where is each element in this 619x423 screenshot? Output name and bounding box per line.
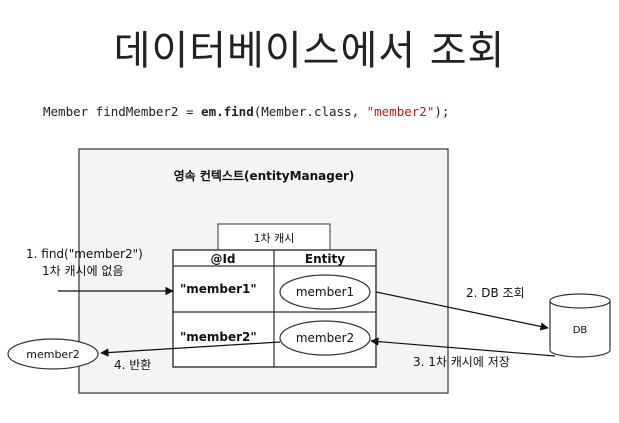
code-string-arg: "member2" [366, 104, 435, 119]
returned-entity-label: member2 [26, 348, 79, 361]
row-1-entity: member1 [296, 285, 354, 299]
step-2-arrow [375, 291, 549, 331]
row-2-entity-ellipse [279, 320, 371, 356]
step-2-label: 2. DB 조회 [466, 286, 525, 300]
step-4-arrow [100, 341, 281, 357]
row-2-id: "member2" [180, 330, 257, 344]
row-1-id: "member1" [180, 282, 257, 296]
database-icon [549, 293, 611, 358]
row-2-entity: member2 [296, 331, 354, 345]
step-4-label: 4. 반환 [114, 358, 151, 372]
step-3-arrow [370, 337, 556, 357]
page-title: 데이터베이스에서 조회 [113, 28, 506, 74]
returned-entity-ellipse [7, 338, 99, 370]
first-level-cache-label: 1차 캐시 [254, 232, 295, 245]
column-header-entity: Entity [305, 252, 345, 266]
step-1-label-line1: 1. find("member2") [26, 247, 143, 261]
code-suffix: ); [434, 104, 450, 119]
code-snippet: Member findMember2 = em.find(Member.clas… [43, 104, 449, 119]
step-1-label-line2: 1차 캐시에 없음 [42, 264, 124, 278]
code-args: (Member.class, [253, 104, 367, 119]
column-header-id: @Id [210, 252, 235, 266]
row-1-entity-ellipse [279, 274, 371, 310]
code-prefix: Member findMember2 = [43, 104, 202, 119]
step-3-label: 3. 1차 캐시에 저장 [413, 355, 510, 369]
code-method: em.find [201, 104, 254, 119]
database-label: DB [573, 325, 588, 336]
persistence-context-label: 영속 컨텍스트(entityManager) [174, 168, 355, 183]
